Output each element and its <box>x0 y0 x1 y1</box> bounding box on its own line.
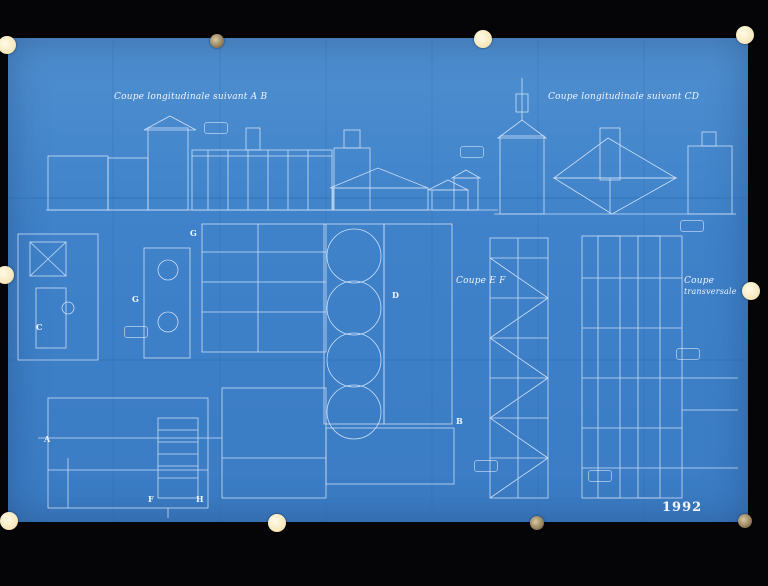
letter-b: B <box>456 416 463 426</box>
stamp <box>460 146 484 158</box>
pushpin-icon <box>268 514 286 532</box>
pushpin-icon <box>738 514 752 528</box>
blueprint-sheet: Coupe longitudinale suivant A B Coupe lo… <box>8 38 748 522</box>
stamp <box>676 348 700 360</box>
stamp <box>124 326 148 338</box>
label-section-transverse-2: transversale <box>684 287 737 296</box>
label-section-ef: Coupe E F <box>456 276 506 286</box>
stamp <box>474 460 498 472</box>
label-section-ab: Coupe longitudinale suivant A B <box>114 92 268 102</box>
stamp <box>204 122 228 134</box>
pushpin-icon <box>0 512 18 530</box>
letter-c: C <box>36 322 43 332</box>
pushpin-icon <box>530 516 544 530</box>
label-section-transverse-1: Coupe <box>684 276 715 286</box>
inventory-number: 1992 <box>662 500 703 515</box>
pushpin-icon <box>0 266 14 284</box>
label-section-cd: Coupe longitudinale suivant CD <box>548 92 700 102</box>
letter-h: H <box>196 494 204 504</box>
pushpin-icon <box>210 34 224 48</box>
letter-g-mid: G <box>132 294 139 304</box>
blueprint-drawing <box>8 38 748 522</box>
letter-a: A <box>44 434 51 444</box>
stamp <box>588 470 612 482</box>
pushpin-icon <box>474 30 492 48</box>
letter-g-top: G <box>190 228 197 238</box>
letter-f: F <box>148 494 154 504</box>
pushpin-icon <box>736 26 754 44</box>
pushpin-icon <box>742 282 760 300</box>
pushpin-icon <box>0 36 16 54</box>
letter-d: D <box>392 290 399 300</box>
stamp <box>680 220 704 232</box>
